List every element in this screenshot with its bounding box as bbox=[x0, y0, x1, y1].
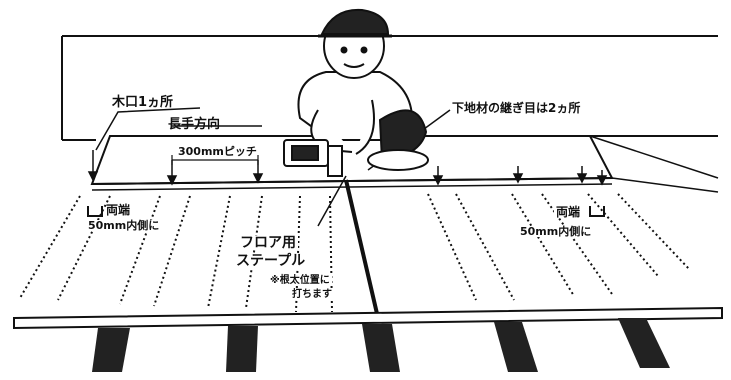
front-edge bbox=[13, 306, 723, 330]
label-floor-staple-2: ステープル bbox=[234, 253, 308, 269]
pitch-dimension bbox=[171, 155, 259, 165]
joists bbox=[92, 318, 670, 372]
label-right-inner: 50mm内側に bbox=[518, 225, 594, 238]
label-left-ends: 両端 bbox=[106, 203, 131, 217]
label-right-ends: 両端 bbox=[554, 205, 583, 219]
label-nagate-direction: 長手方向 bbox=[168, 117, 221, 132]
stapler-icon bbox=[283, 139, 343, 177]
label-left-inner: 50mm内側に bbox=[86, 219, 162, 232]
floor-board bbox=[90, 135, 719, 193]
worker-stapling-icon bbox=[297, 8, 429, 171]
label-subfloor-joint: 下地材の継ぎ目は2ヵ所 bbox=[452, 101, 581, 115]
label-floor-staple-1: フロア用 bbox=[238, 235, 298, 251]
subfloor-seam bbox=[344, 179, 380, 319]
label-koguchi: 木口1ヵ所 bbox=[112, 95, 174, 110]
label-pitch: 300mmピッチ bbox=[178, 145, 257, 158]
label-joist-note-1: ※根太位置に bbox=[268, 275, 332, 286]
label-joist-note-2: 打ちます bbox=[290, 289, 334, 300]
corner-bracket-icon bbox=[87, 206, 605, 217]
